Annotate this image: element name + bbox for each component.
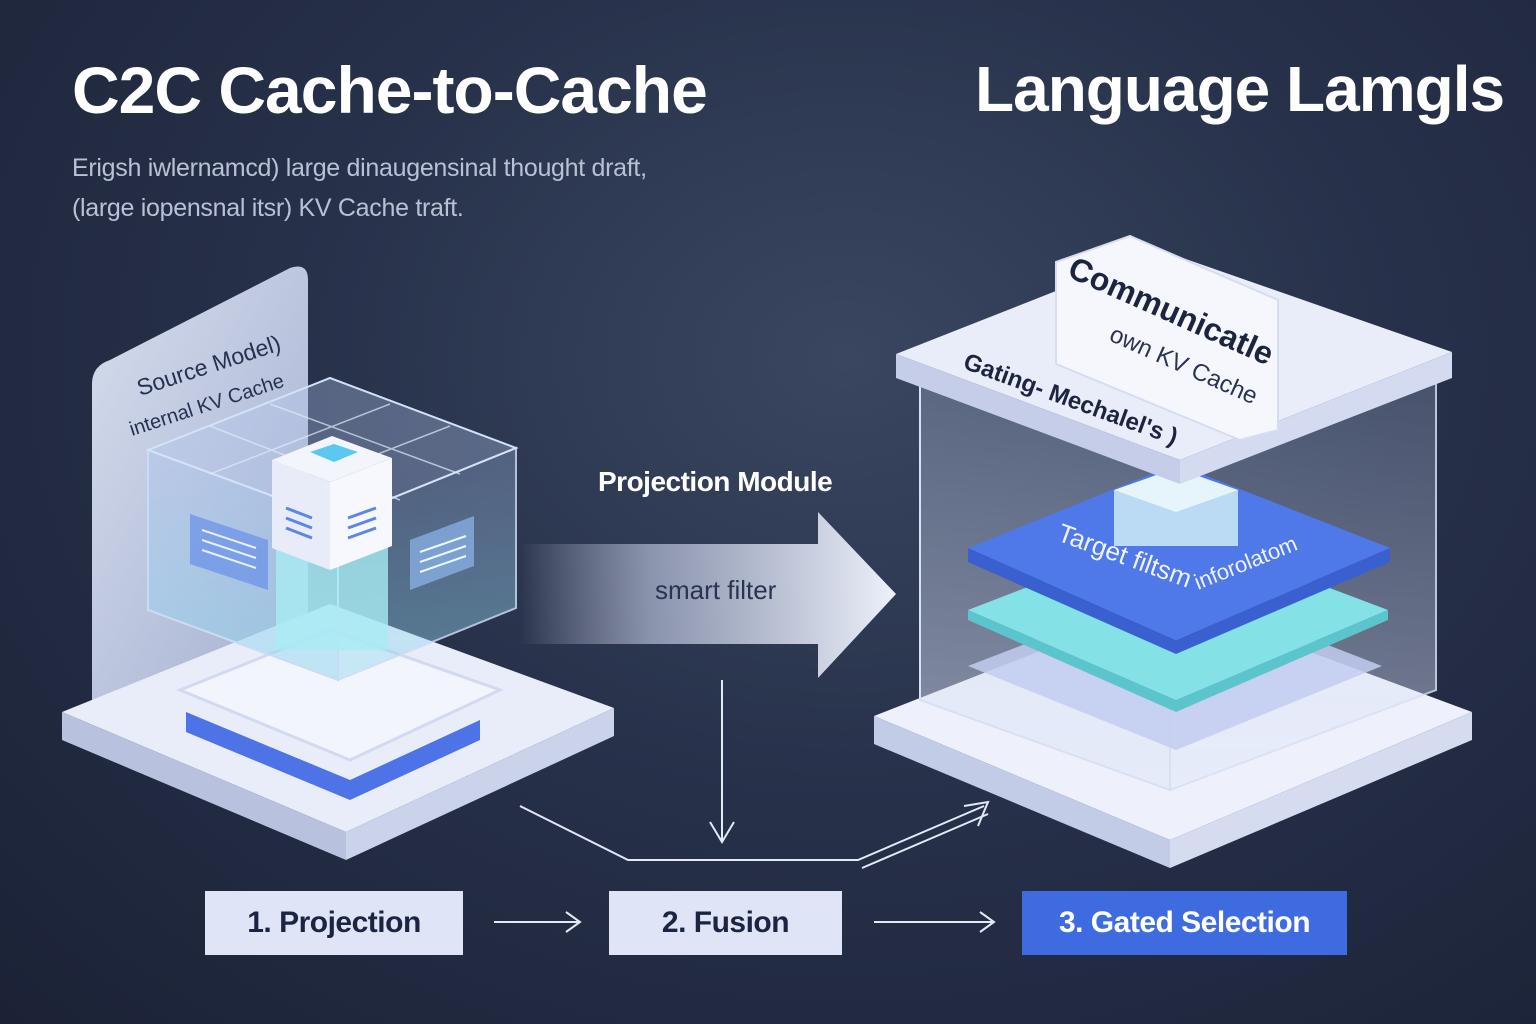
down-arrow-head xyxy=(709,821,735,844)
target-top-slab-side-left xyxy=(896,354,1180,484)
step-arrow-1-head xyxy=(565,911,582,933)
source-server-screen xyxy=(310,444,358,462)
flow-connectors xyxy=(494,680,996,933)
projection-module-label: Projection Module xyxy=(598,466,833,497)
target-core-top xyxy=(1114,468,1238,512)
source-server-vents-left xyxy=(285,506,313,540)
source-base-side-left xyxy=(62,712,346,860)
subtitle-line-1: Erigsh iwlernamcd) large dinaugensinal t… xyxy=(72,154,647,182)
source-model: Source Model) internal KV Cache xyxy=(62,266,614,860)
step-projection: 1. Projection xyxy=(205,891,463,955)
source-data-lines-left xyxy=(201,529,257,569)
title-right: Language Lamgls xyxy=(975,53,1505,125)
smart-filter-label: smart filter xyxy=(655,575,777,605)
step-arrow-2-head xyxy=(979,911,996,933)
target-raised-card xyxy=(1055,234,1279,442)
target-layer-blue xyxy=(968,464,1390,640)
step-fusion: 2. Fusion xyxy=(609,891,842,955)
fusion-arrow-head xyxy=(963,800,990,827)
subtitle-line-2: (large iopensnal itsr) KV Cache traft. xyxy=(72,194,464,222)
target-base-side-left xyxy=(874,716,1170,868)
target-top-slab-side-right xyxy=(1180,352,1452,484)
projection-arrow xyxy=(520,512,896,678)
projection-arrow-shape xyxy=(520,512,896,678)
source-server-vents-right xyxy=(347,506,377,540)
step-gated-selection: 3. Gated Selection xyxy=(1022,891,1347,955)
target-model: Communicatle own KV Cache Gating- Mechal… xyxy=(874,234,1472,868)
source-data-lines-right xyxy=(419,535,467,573)
source-blue-glow xyxy=(186,712,480,800)
fusion-path xyxy=(519,805,985,861)
title-left: C2C Cache-to-Cache xyxy=(72,53,708,127)
subtitle: Erigsh iwlernamcd) large dinaugensinal t… xyxy=(72,148,647,228)
fusion-path-double xyxy=(861,813,989,869)
source-base-side-right xyxy=(346,708,614,860)
target-base-side-right xyxy=(1170,712,1472,868)
source-data-panel-right xyxy=(410,516,474,590)
